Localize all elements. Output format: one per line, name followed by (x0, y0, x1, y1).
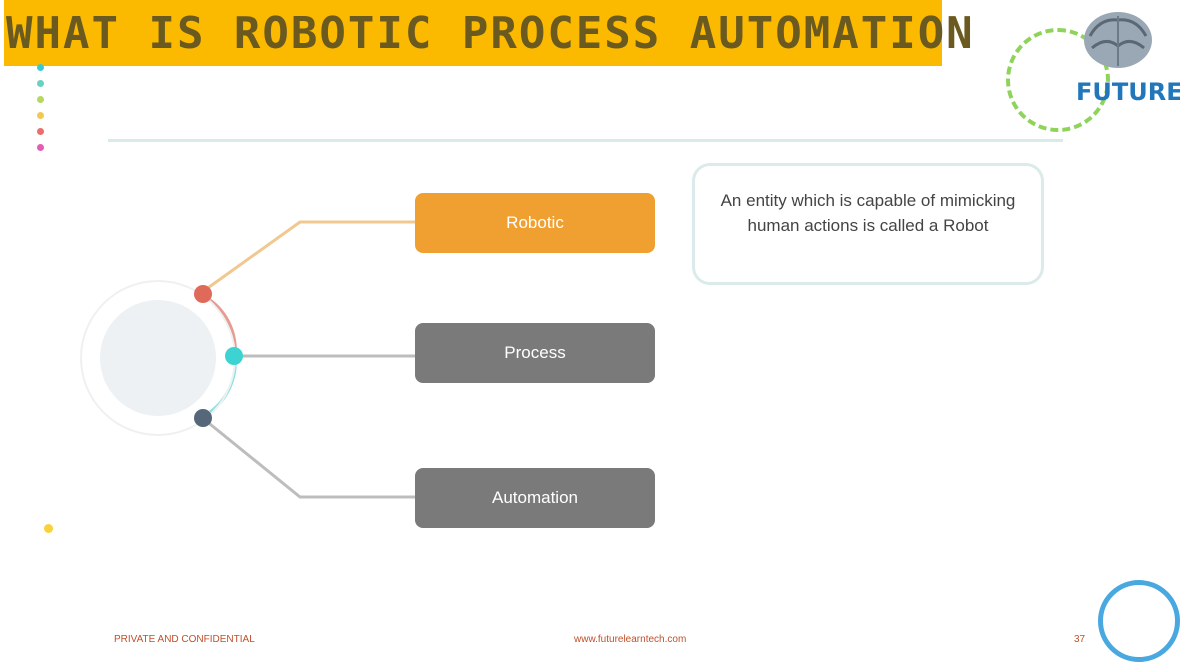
node-red (194, 285, 212, 303)
accent-dot-yellow (44, 524, 53, 533)
decorative-ring (1098, 580, 1180, 662)
connector-automation (204, 418, 415, 499)
brain-icon (1084, 12, 1152, 68)
process-box: Process (415, 323, 655, 383)
logo-ring (1006, 28, 1110, 132)
footer-confidential: PRIVATE AND CONFIDENTIAL (114, 634, 255, 645)
accent-dot (37, 64, 44, 71)
hub-inner-circle (100, 300, 216, 416)
footer-website: www.futurelearntech.com (574, 634, 687, 645)
accent-dot (37, 128, 44, 135)
logo-text: FUTURE (1076, 78, 1180, 106)
page-number: 37 (1074, 634, 1086, 645)
automation-box: Automation (415, 468, 655, 528)
divider-line (108, 139, 1063, 142)
title-band (4, 0, 942, 66)
node-cyan (225, 347, 243, 365)
accent-dot (37, 112, 44, 119)
robotic-box: Robotic (415, 193, 655, 253)
slide-title: WHAT IS ROBOTIC PROCESS AUTOMATION (6, 8, 975, 59)
accent-dot (37, 96, 44, 103)
node-slate (194, 409, 212, 427)
description-card: An entity which is capable of mimicking … (692, 163, 1044, 285)
accent-dot (37, 80, 44, 87)
accent-dots (37, 64, 45, 160)
connector-robotic (204, 220, 415, 292)
accent-dot (37, 144, 44, 151)
